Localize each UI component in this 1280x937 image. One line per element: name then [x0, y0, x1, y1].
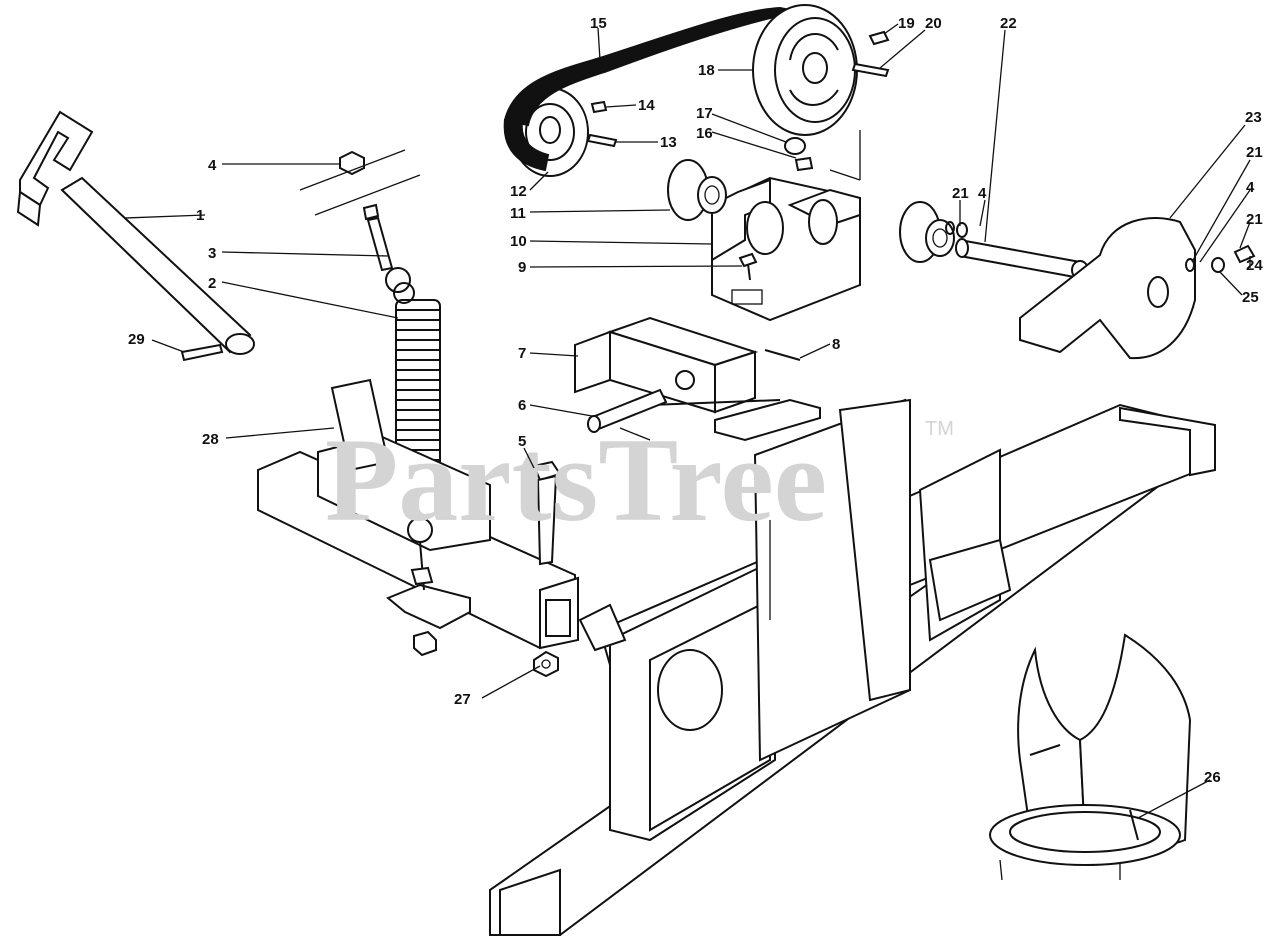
part-21-4-washers-left [945, 221, 968, 238]
watermark-text: PartsTree [325, 413, 827, 546]
callout-21-right-a: 21 [1246, 144, 1263, 161]
part-4-nut [299, 149, 421, 216]
part-6-pivot-pin [587, 388, 668, 441]
callout-26: 26 [1204, 769, 1221, 786]
callout-16: 16 [696, 125, 713, 142]
callout-28: 28 [202, 431, 219, 448]
callout-9: 9 [518, 259, 526, 276]
part-26-chute [989, 633, 1192, 881]
part-7-pivot-block [574, 316, 821, 442]
callout-25: 25 [1242, 289, 1259, 306]
callout-18: 18 [698, 62, 715, 79]
callout-13: 13 [660, 134, 677, 151]
callout-labels: 1 2 3 4 5 6 7 8 9 10 11 12 13 14 15 16 1… [128, 15, 1263, 786]
callout-10: 10 [510, 233, 527, 250]
part-11-flange-bearing [667, 159, 727, 221]
callout-3: 3 [208, 245, 216, 262]
part-20-key [851, 62, 890, 78]
part-17-washer [784, 137, 806, 155]
part-5-bolt [532, 460, 562, 566]
leader-lines [124, 23, 1251, 819]
part-14-set-screw [590, 100, 608, 114]
part-3-eye-bolt [362, 203, 411, 293]
part-21-24-25-hardware-right [1185, 244, 1256, 273]
part-flange-bearing-right [899, 201, 955, 263]
callout-23: 23 [1245, 109, 1262, 126]
part-8-cotter-pin [764, 349, 801, 361]
part-22-shaft [955, 238, 1089, 280]
callout-7: 7 [518, 345, 526, 362]
part-16-bolt [794, 156, 814, 172]
part-28-bracket [257, 378, 579, 650]
callout-6: 6 [518, 397, 526, 414]
callout-17: 17 [696, 105, 713, 122]
part-1-handle-lever [16, 110, 255, 355]
callout-14: 14 [638, 97, 655, 114]
callout-8: 8 [832, 336, 840, 353]
part-9-bolt [738, 252, 758, 281]
part-27-nut [533, 650, 559, 678]
callout-22: 22 [1000, 15, 1017, 32]
callout-15: 15 [590, 15, 607, 32]
part-lower-eye-bolt [407, 517, 437, 657]
callout-24: 24 [1246, 257, 1263, 274]
callout-1: 1 [196, 207, 204, 224]
part-23-housing [1019, 217, 1196, 360]
callout-4-right: 4 [1246, 179, 1255, 196]
callout-19: 19 [898, 15, 915, 32]
guide-line-2 [829, 169, 861, 181]
part-19-set-screw [868, 30, 890, 46]
callout-11: 11 [510, 205, 526, 222]
callout-2: 2 [208, 275, 216, 292]
callout-21-left: 21 [952, 185, 969, 202]
callout-4: 4 [208, 157, 217, 174]
callout-4-mid: 4 [978, 185, 987, 202]
callout-12: 12 [510, 183, 527, 200]
callout-20: 20 [925, 15, 942, 32]
part-13-key [586, 133, 618, 148]
part-29-pin [180, 343, 224, 362]
chassis-frame [489, 398, 1216, 936]
watermark-trademark: TM [925, 418, 954, 440]
callout-5: 5 [518, 433, 526, 450]
callout-27: 27 [454, 691, 471, 708]
part-10-bearing-housing [711, 176, 861, 322]
callout-29: 29 [128, 331, 145, 348]
callout-21-right-b: 21 [1246, 211, 1263, 228]
part-18-large-pulley [752, 4, 858, 136]
